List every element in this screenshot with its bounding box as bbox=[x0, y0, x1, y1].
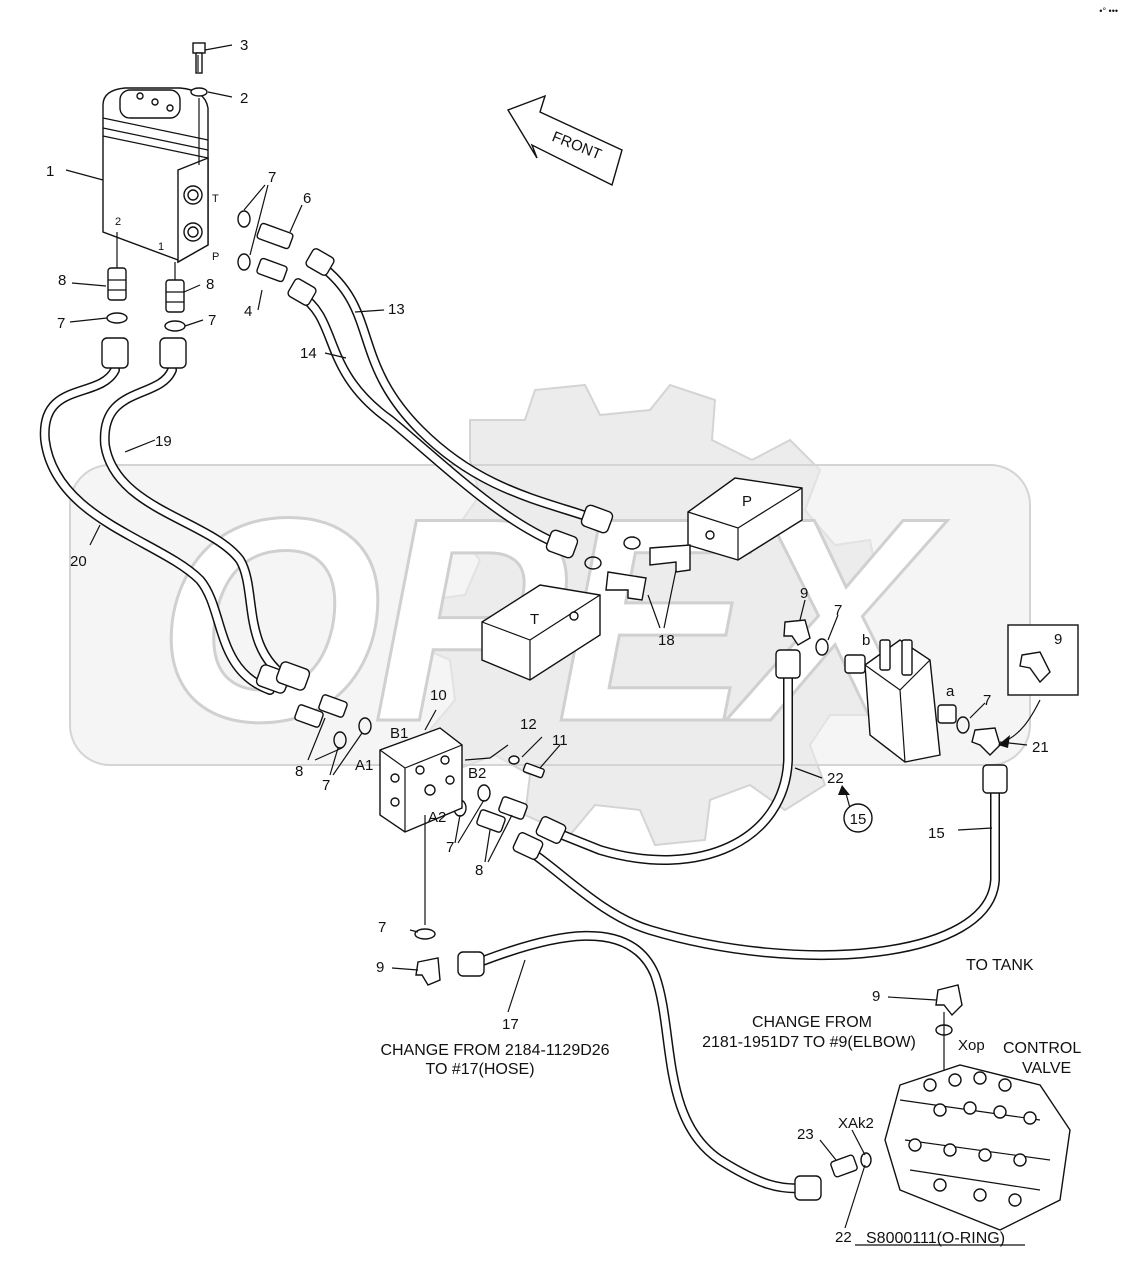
port-P-label: P bbox=[212, 251, 219, 263]
callout-23: 23 bbox=[797, 1126, 814, 1143]
callout-numbers: 1 2 3 4 6 7 7 7 7 7 7 7 7 8 8 8 8 9 9 9 … bbox=[46, 37, 1062, 1246]
callout-9-upper: 9 bbox=[800, 585, 808, 602]
port-1-label: 1 bbox=[158, 241, 164, 253]
notes: TO TANK CONTROL VALVE CHANGE FROM 2181-1… bbox=[380, 957, 1081, 1247]
callout-7-valve-b: 7 bbox=[834, 602, 842, 619]
callout-6: 6 bbox=[303, 190, 311, 207]
front-direction-arrow: FRONT bbox=[506, 94, 623, 187]
callout-22-upper: 22 bbox=[827, 770, 844, 787]
screw-and-washer bbox=[464, 744, 545, 779]
adapters-pilot-side bbox=[256, 222, 294, 283]
adapters-upper bbox=[107, 232, 185, 313]
port-XAk2-label: XAk2 bbox=[838, 1115, 874, 1132]
callout-17: 17 bbox=[502, 1016, 519, 1033]
note-change-hose-2: TO #17(HOSE) bbox=[425, 1061, 534, 1078]
o-rings bbox=[106, 210, 970, 1168]
port-2-label: 2 bbox=[115, 216, 121, 228]
callout-3: 3 bbox=[240, 37, 248, 54]
port-B2-label: B2 bbox=[468, 765, 486, 782]
port-B1-label: B1 bbox=[390, 725, 408, 742]
manifold-block: A1 B1 A2 B2 bbox=[355, 725, 486, 925]
callout-2: 2 bbox=[240, 90, 248, 107]
callout-15-circle bbox=[843, 803, 873, 833]
callout-13: 13 bbox=[388, 301, 405, 318]
port-b-label: b bbox=[862, 632, 870, 649]
note-control-valve-1: CONTROL bbox=[1003, 1040, 1081, 1057]
block-P-label: P bbox=[742, 493, 752, 510]
callout-8-right: 8 bbox=[206, 276, 214, 293]
callout-15-circled: 15 bbox=[850, 811, 867, 828]
callout-8-left: 8 bbox=[58, 272, 66, 289]
callout-8-manifold-right: 8 bbox=[475, 862, 483, 879]
note-control-valve-2: VALVE bbox=[1022, 1060, 1071, 1077]
leader-lines bbox=[65, 44, 1028, 1246]
callout-22-lower: 22 bbox=[835, 1229, 852, 1246]
note-o-ring: S8000111(O-RING) bbox=[866, 1230, 1005, 1247]
callout-7-manifold-right: 7 bbox=[446, 839, 454, 856]
callout-1: 1 bbox=[46, 163, 54, 180]
callout-9-tank: 9 bbox=[872, 988, 880, 1005]
control-valve: Xop XAk2 bbox=[838, 1037, 1071, 1231]
port-A2-label: A2 bbox=[428, 809, 446, 826]
note-change-elbow-1: CHANGE FROM bbox=[752, 1014, 872, 1031]
adapter-23 bbox=[830, 1154, 858, 1178]
elbow-9-left bbox=[415, 957, 441, 986]
note-change-elbow-2: 2181-1951D7 TO #9(ELBOW) bbox=[702, 1034, 916, 1051]
callout-9-left: 9 bbox=[376, 959, 384, 976]
callout-20: 20 bbox=[70, 553, 87, 570]
callout-8-manifold-left: 8 bbox=[295, 763, 303, 780]
callout-7-manifold-left: 7 bbox=[322, 777, 330, 794]
elbow-21 bbox=[971, 727, 1001, 756]
block-T-label: T bbox=[530, 611, 539, 628]
callout-7-right: 7 bbox=[208, 312, 216, 329]
callout-7-valve-a: 7 bbox=[983, 692, 991, 709]
callout-4: 4 bbox=[244, 303, 252, 320]
callout-21: 21 bbox=[1032, 739, 1049, 756]
port-T-label: T bbox=[212, 193, 219, 205]
callout-11: 11 bbox=[552, 732, 568, 749]
note-to-tank: TO TANK bbox=[966, 957, 1034, 974]
port-Xop-label: Xop bbox=[958, 1037, 985, 1054]
callout-15: 15 bbox=[928, 825, 945, 842]
pilot-valve: T P 2 1 bbox=[102, 87, 219, 264]
callout-12: 12 bbox=[520, 716, 537, 733]
callout-18: 18 bbox=[658, 632, 675, 649]
callout-7-pilot: 7 bbox=[268, 169, 276, 186]
corner-mark: •° ••• bbox=[1099, 6, 1118, 16]
port-A1-label: A1 bbox=[355, 757, 373, 774]
note-change-hose-1: CHANGE FROM 2184-1129D26 bbox=[380, 1042, 609, 1059]
adapters-manifold bbox=[294, 694, 528, 833]
elbow-inset bbox=[998, 624, 1079, 748]
shuttle-valve: b a bbox=[844, 632, 957, 763]
callout-19: 19 bbox=[155, 433, 172, 450]
callout-7-bottom: 7 bbox=[378, 919, 386, 936]
callout-14: 14 bbox=[300, 345, 317, 362]
callout-10: 10 bbox=[430, 687, 447, 704]
callout-7-left: 7 bbox=[57, 315, 65, 332]
bolt bbox=[192, 42, 206, 74]
elbow-9-tank bbox=[935, 984, 963, 1017]
hose-fittings bbox=[101, 248, 1008, 1201]
elbow-9-upper bbox=[783, 619, 811, 646]
port-a-label: a bbox=[946, 683, 955, 700]
tank-block: T bbox=[481, 584, 601, 681]
hoses bbox=[39, 260, 1000, 1194]
washer bbox=[190, 87, 208, 97]
callout-9-inset: 9 bbox=[1054, 631, 1062, 648]
